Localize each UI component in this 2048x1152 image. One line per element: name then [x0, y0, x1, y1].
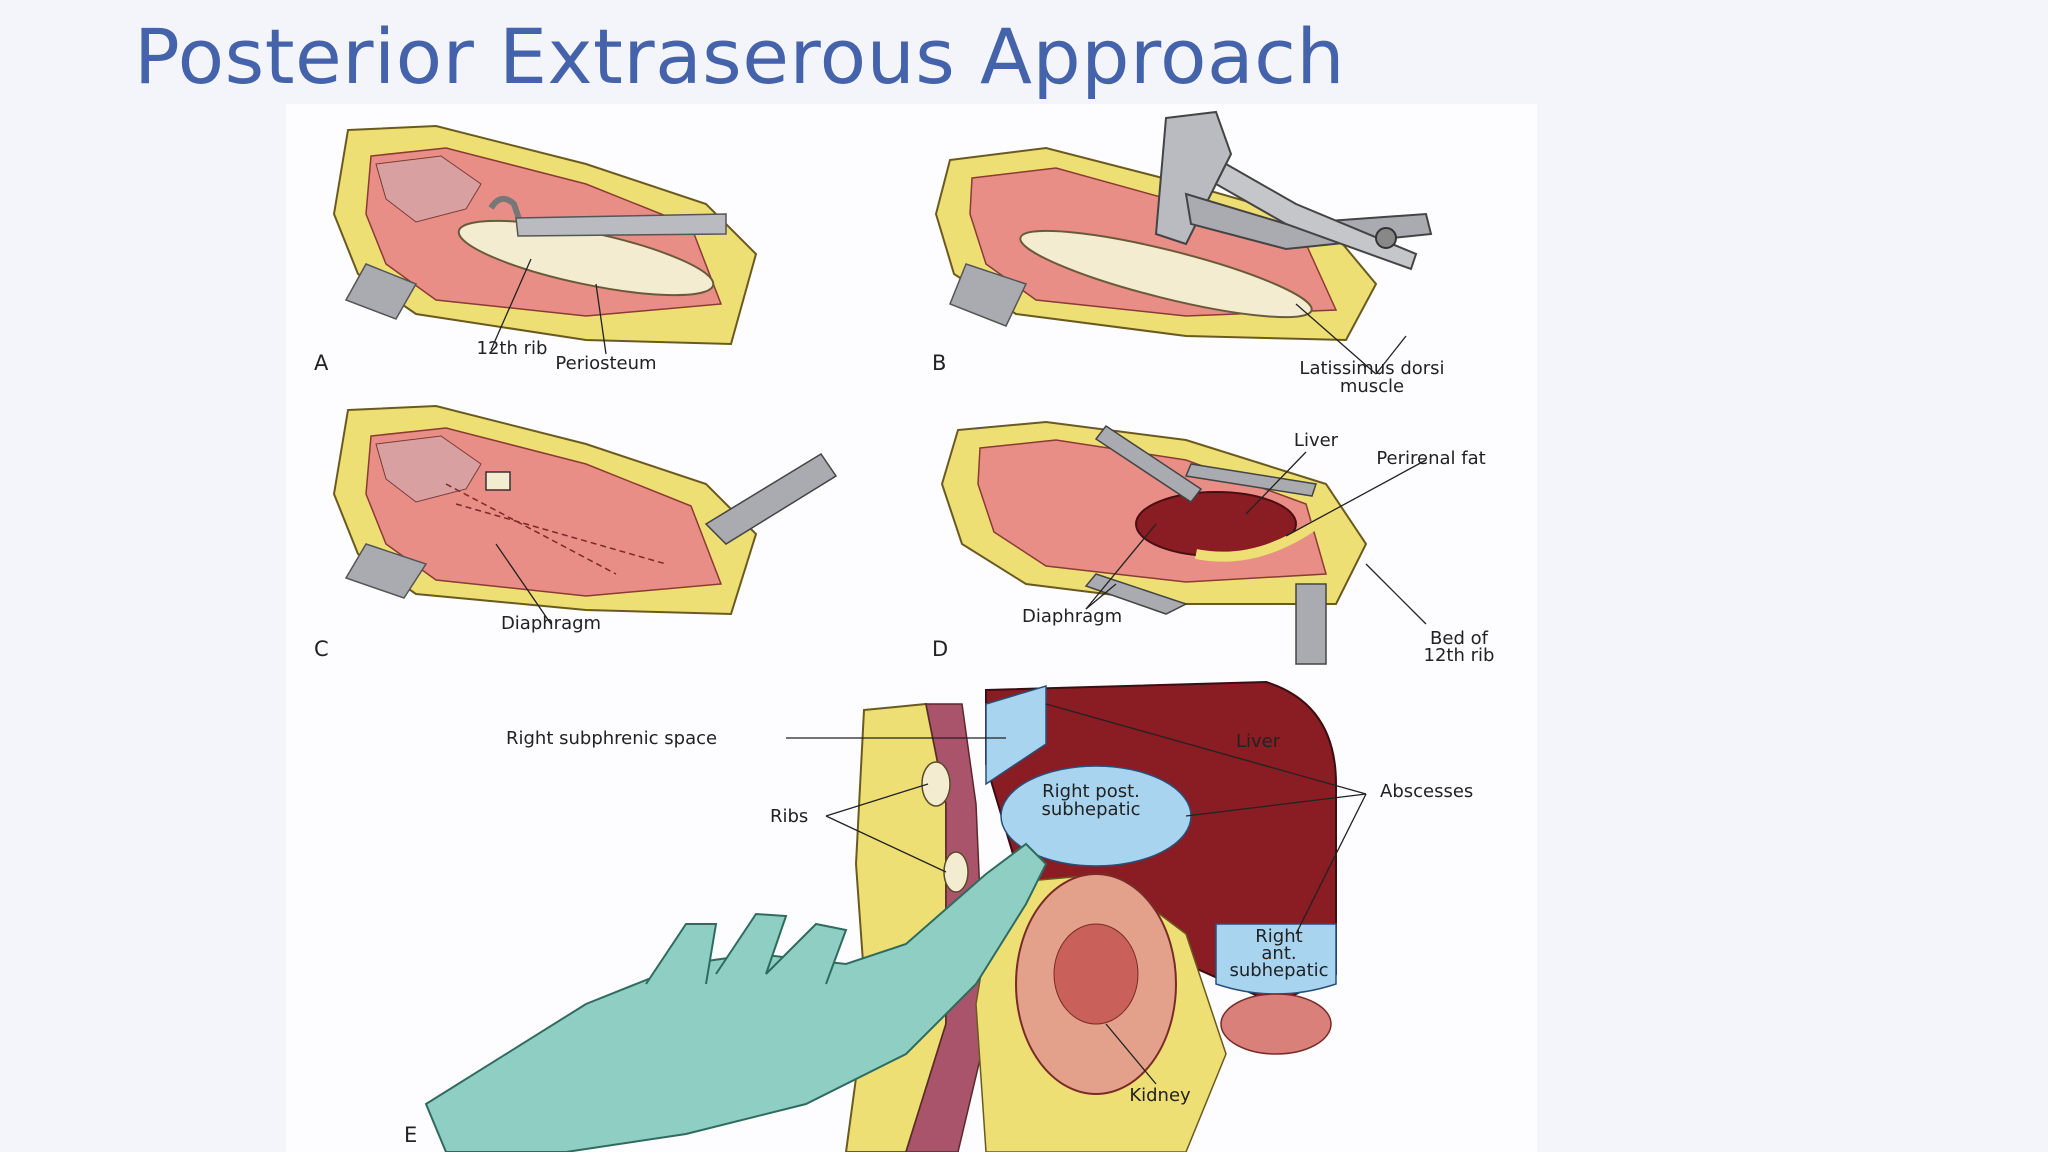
illustration-canvas: 12th rib Periosteum A Latissimus dorsi m…	[314, 110, 1495, 1152]
panel-c: Diaphragm C	[314, 404, 838, 661]
panel-b: Latissimus dorsi muscle B	[932, 110, 1445, 397]
panel-d: Liver Perirenal fat Diaphragm Bed of 12t…	[932, 420, 1495, 666]
label-ant-line2: ant.	[1261, 943, 1296, 964]
panel-e: Right subphrenic space Ribs Liver Absces…	[404, 680, 1473, 1152]
slide-title: Posterior Extraserous Approach	[134, 12, 1346, 101]
panel-d-letter: D	[932, 637, 948, 661]
panel-b-letter: B	[932, 351, 946, 375]
panel-e-letter: E	[404, 1123, 417, 1147]
label-post-line1: Right post.	[1042, 781, 1140, 802]
label-abscesses: Abscesses	[1380, 781, 1473, 802]
label-diaphragm-c: Diaphragm	[501, 613, 601, 634]
label-liver-e: Liver	[1236, 731, 1281, 752]
label-latissimus-line1: Latissimus dorsi	[1299, 358, 1444, 379]
label-kidney: Kidney	[1129, 1085, 1191, 1106]
panel-a-letter: A	[314, 351, 329, 375]
label-subphrenic: Right subphrenic space	[506, 728, 717, 749]
label-bed-line1: Bed of	[1430, 628, 1489, 649]
surgical-illustration: 12th rib Periosteum A Latissimus dorsi m…	[286, 104, 1537, 1152]
label-ant-line3: subhepatic	[1229, 960, 1328, 981]
label-liver-d: Liver	[1294, 430, 1339, 451]
label-ant-line1: Right	[1255, 926, 1302, 947]
panel-a: 12th rib Periosteum A	[314, 124, 758, 375]
label-bed-line2: 12th rib	[1424, 645, 1495, 666]
label-latissimus-line2: muscle	[1340, 376, 1404, 397]
label-periosteum: Periosteum	[555, 353, 656, 374]
label-post-line2: subhepatic	[1041, 799, 1140, 820]
panel-c-letter: C	[314, 637, 329, 661]
label-ribs: Ribs	[770, 806, 808, 827]
label-12th-rib: 12th rib	[477, 338, 548, 359]
label-perirenal-fat: Perirenal fat	[1376, 448, 1485, 469]
label-diaphragm-d: Diaphragm	[1022, 606, 1122, 627]
